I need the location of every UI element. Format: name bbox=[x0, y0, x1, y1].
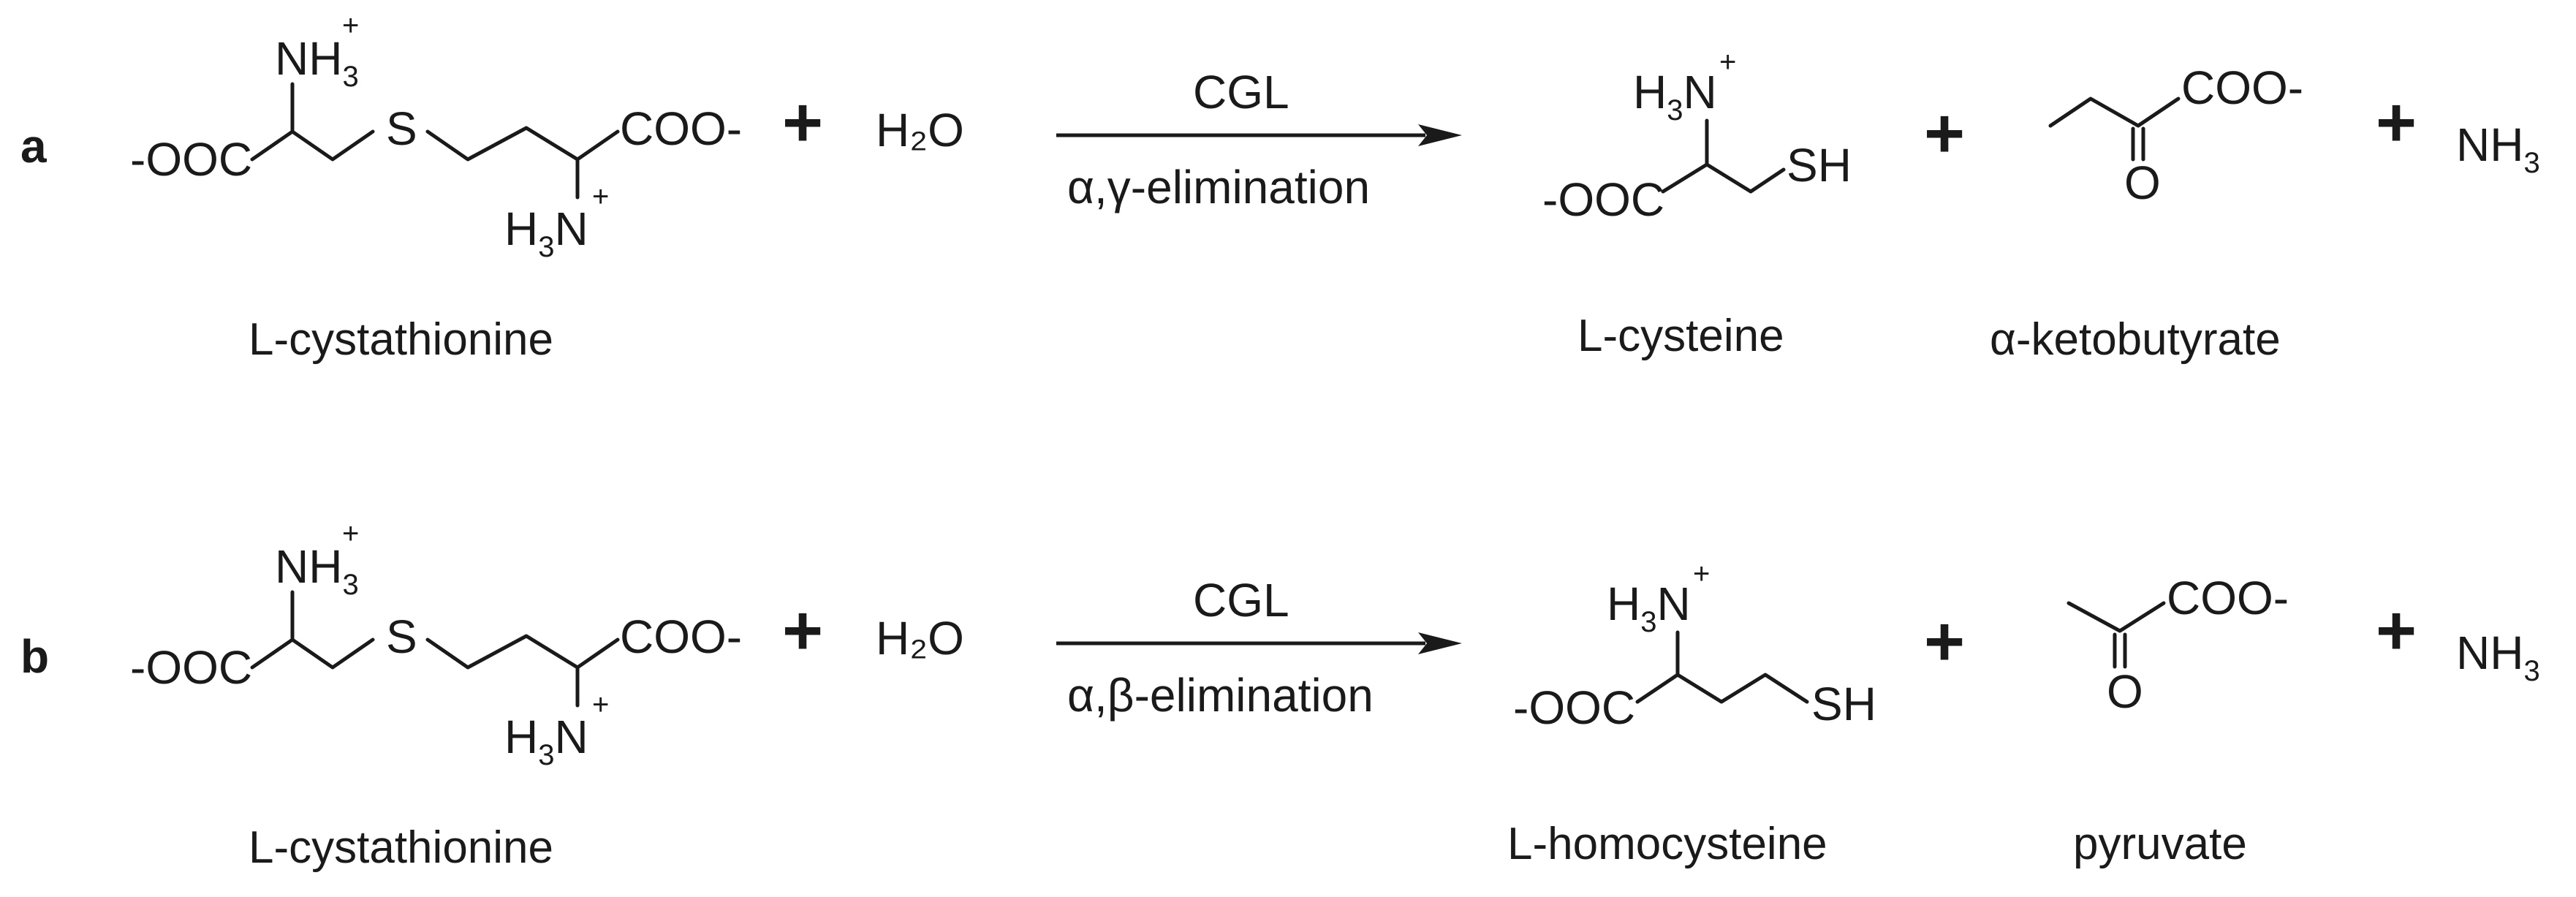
hcy-amine: H3N bbox=[1607, 578, 1691, 638]
cys-backbone bbox=[1661, 162, 1786, 194]
row-label-b: b bbox=[20, 630, 49, 683]
pyr-backbone bbox=[2067, 601, 2166, 633]
name-ketobutyrate: α-ketobutyrate bbox=[1990, 314, 2281, 365]
charge-top-a: + bbox=[342, 10, 359, 42]
cys-thiol: SH bbox=[1787, 139, 1852, 192]
backbone-right-a bbox=[425, 126, 620, 162]
reactant-cystathionine-b: -OOC NH3 + S COO- H3N + bbox=[130, 518, 742, 771]
name-cysteine: L-cysteine bbox=[1577, 311, 1784, 361]
arrow-head-b bbox=[1418, 632, 1462, 654]
name-cystathionine-a: L-cystathionine bbox=[249, 314, 553, 365]
plus-3-b: + bbox=[2376, 591, 2417, 670]
backbone-left-a bbox=[250, 129, 375, 162]
amine-top-a: NH3 bbox=[275, 32, 359, 93]
name-cystathionine-b: L-cystathionine bbox=[249, 822, 553, 873]
cys-amine: H3N bbox=[1633, 66, 1717, 126]
plus-2-a: + bbox=[1924, 94, 1965, 173]
plus-2-b: + bbox=[1924, 602, 1965, 681]
product-homocysteine: H3N + -OOC SH bbox=[1513, 558, 1876, 734]
product-ketobutyrate: O COO- bbox=[2048, 61, 2303, 209]
hcy-thiol: SH bbox=[1811, 678, 1876, 730]
condition-b: α,β-elimination bbox=[1067, 669, 1374, 722]
reactant-cystathionine-a: -OOC NH3 + S COO- H3N + bbox=[130, 10, 742, 263]
pyr-oxygen: O bbox=[2107, 665, 2143, 718]
kb-carboxylate: COO- bbox=[2181, 61, 2303, 114]
sulfur-a: S bbox=[386, 102, 417, 155]
plus-3-a: + bbox=[2376, 83, 2417, 162]
cys-carboxylate: -OOC bbox=[1542, 173, 1664, 226]
hcy-charge: + bbox=[1693, 558, 1710, 590]
amine-top-b: NH3 bbox=[275, 540, 359, 601]
water-b: H₂O bbox=[876, 612, 964, 665]
carboxylate-left-a: -OOC bbox=[130, 133, 252, 186]
condition-a: α,γ-elimination bbox=[1067, 161, 1370, 213]
row-label-a: a bbox=[20, 120, 47, 173]
amine-bottom-a: H3N bbox=[504, 203, 588, 263]
water-a: H₂O bbox=[876, 104, 964, 156]
hcy-carboxylate: -OOC bbox=[1513, 681, 1635, 734]
ammonia-a: NH3 bbox=[2456, 118, 2540, 179]
carboxylate-left-b: -OOC bbox=[130, 641, 252, 694]
carboxylate-right-b: COO- bbox=[620, 610, 742, 663]
hcy-backbone bbox=[1635, 673, 1809, 704]
enzyme-a: CGL bbox=[1193, 66, 1289, 118]
backbone-left-b bbox=[250, 637, 375, 670]
sulfur-b: S bbox=[386, 610, 417, 663]
pyr-carboxylate: COO- bbox=[2167, 572, 2289, 624]
plus-1-a: + bbox=[782, 83, 823, 162]
kb-backbone bbox=[2048, 96, 2181, 128]
name-homocysteine: L-homocysteine bbox=[1507, 819, 1827, 869]
ammonia-b: NH3 bbox=[2456, 627, 2540, 687]
amine-bottom-b: H3N bbox=[504, 711, 588, 771]
cys-charge: + bbox=[1719, 46, 1736, 78]
carboxylate-right-a: COO- bbox=[620, 102, 742, 155]
product-pyruvate: O COO- bbox=[2067, 572, 2289, 718]
enzyme-b: CGL bbox=[1193, 574, 1289, 627]
charge-bottom-a: + bbox=[592, 181, 609, 213]
reaction-a: a -OOC NH3 + S COO- H3N + + H₂O CGL α,γ-… bbox=[20, 10, 2540, 365]
plus-1-b: + bbox=[782, 591, 823, 670]
product-cysteine: H3N + -OOC SH bbox=[1542, 46, 1852, 226]
name-pyruvate: pyruvate bbox=[2073, 819, 2247, 869]
backbone-right-b bbox=[425, 634, 620, 670]
charge-bottom-b: + bbox=[592, 689, 609, 721]
kb-oxygen: O bbox=[2124, 156, 2161, 209]
charge-top-b: + bbox=[342, 518, 359, 550]
reaction-b: b -OOC NH3 + S COO- H3N + + H₂O CGL α,β-… bbox=[20, 518, 2540, 873]
arrow-head-a bbox=[1418, 124, 1462, 146]
